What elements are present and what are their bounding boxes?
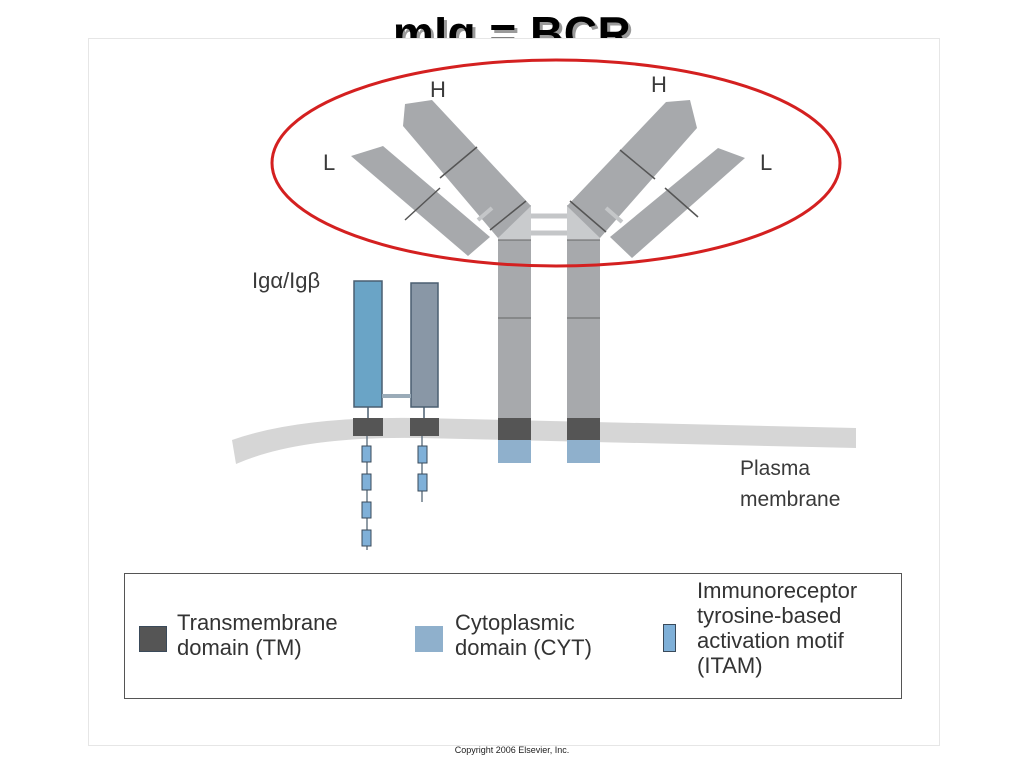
heavy-chain-stem-left xyxy=(498,238,531,418)
heavy-cyt-left xyxy=(498,440,531,463)
itam-beta-1 xyxy=(417,445,428,464)
light-chain-label-right: L xyxy=(760,150,772,175)
legend-tm-line1: Transmembrane xyxy=(177,610,338,635)
light-chain-left xyxy=(351,146,490,256)
heavy-chain-label-left: H xyxy=(430,77,446,102)
light-chain-label-left: L xyxy=(323,150,335,175)
itam-alpha-1 xyxy=(361,445,372,463)
heavy-chain-stem-right xyxy=(567,238,600,418)
itam-alpha-2 xyxy=(361,473,372,491)
light-chain-right xyxy=(610,148,745,258)
ig-beta-extracellular xyxy=(410,282,439,408)
heavy-tm-right xyxy=(567,418,600,440)
legend-item-tm: Transmembrane domain (TM) xyxy=(177,610,338,660)
legend-cyt-line2: domain (CYT) xyxy=(455,635,592,660)
legend-itam-line3: activation motif xyxy=(697,628,844,653)
legend-tm-line2: domain (TM) xyxy=(177,635,302,660)
heavy-chain-label-right: H xyxy=(651,72,667,97)
legend-swatch-tm xyxy=(139,626,167,652)
heavy-chain-arm-left xyxy=(403,100,531,238)
hl-disulfide-right xyxy=(604,206,624,224)
copyright-footer: Copyright 2006 Elsevier, Inc. xyxy=(454,745,570,755)
itam-alpha-4 xyxy=(361,529,372,547)
heavy-chain-arm-right xyxy=(567,100,697,238)
ig-alpha-beta-label: Igα/Igβ xyxy=(252,268,320,293)
membrane-label-line1: Plasma xyxy=(740,457,810,480)
legend-swatch-cyt xyxy=(415,626,443,652)
legend-itam-line1: Immunoreceptor xyxy=(697,578,858,603)
legend: Transmembrane domain (TM) Cytoplasmic do… xyxy=(124,573,902,699)
heavy-cyt-right xyxy=(567,440,600,463)
membrane-label-line2: membrane xyxy=(740,488,840,511)
itam-alpha-3 xyxy=(361,501,372,519)
heavy-tm-left xyxy=(498,418,531,440)
ig-alpha-extracellular xyxy=(353,280,383,408)
itam-beta-2 xyxy=(417,473,428,492)
legend-item-itam: Immunoreceptor tyrosine-based activation… xyxy=(697,578,857,678)
hl-disulfide-left xyxy=(476,206,494,222)
legend-cyt-line1: Cytoplasmic xyxy=(455,610,575,635)
fab-highlight-ellipse xyxy=(270,58,842,268)
plasma-membrane xyxy=(232,417,856,464)
ig-alpha-tm xyxy=(353,418,383,436)
legend-swatch-itam xyxy=(663,624,676,652)
ig-beta-tm xyxy=(410,418,439,436)
legend-item-cyt: Cytoplasmic domain (CYT) xyxy=(455,610,592,660)
legend-itam-line4: (ITAM) xyxy=(697,653,763,678)
legend-itam-line2: tyrosine-based xyxy=(697,603,842,628)
